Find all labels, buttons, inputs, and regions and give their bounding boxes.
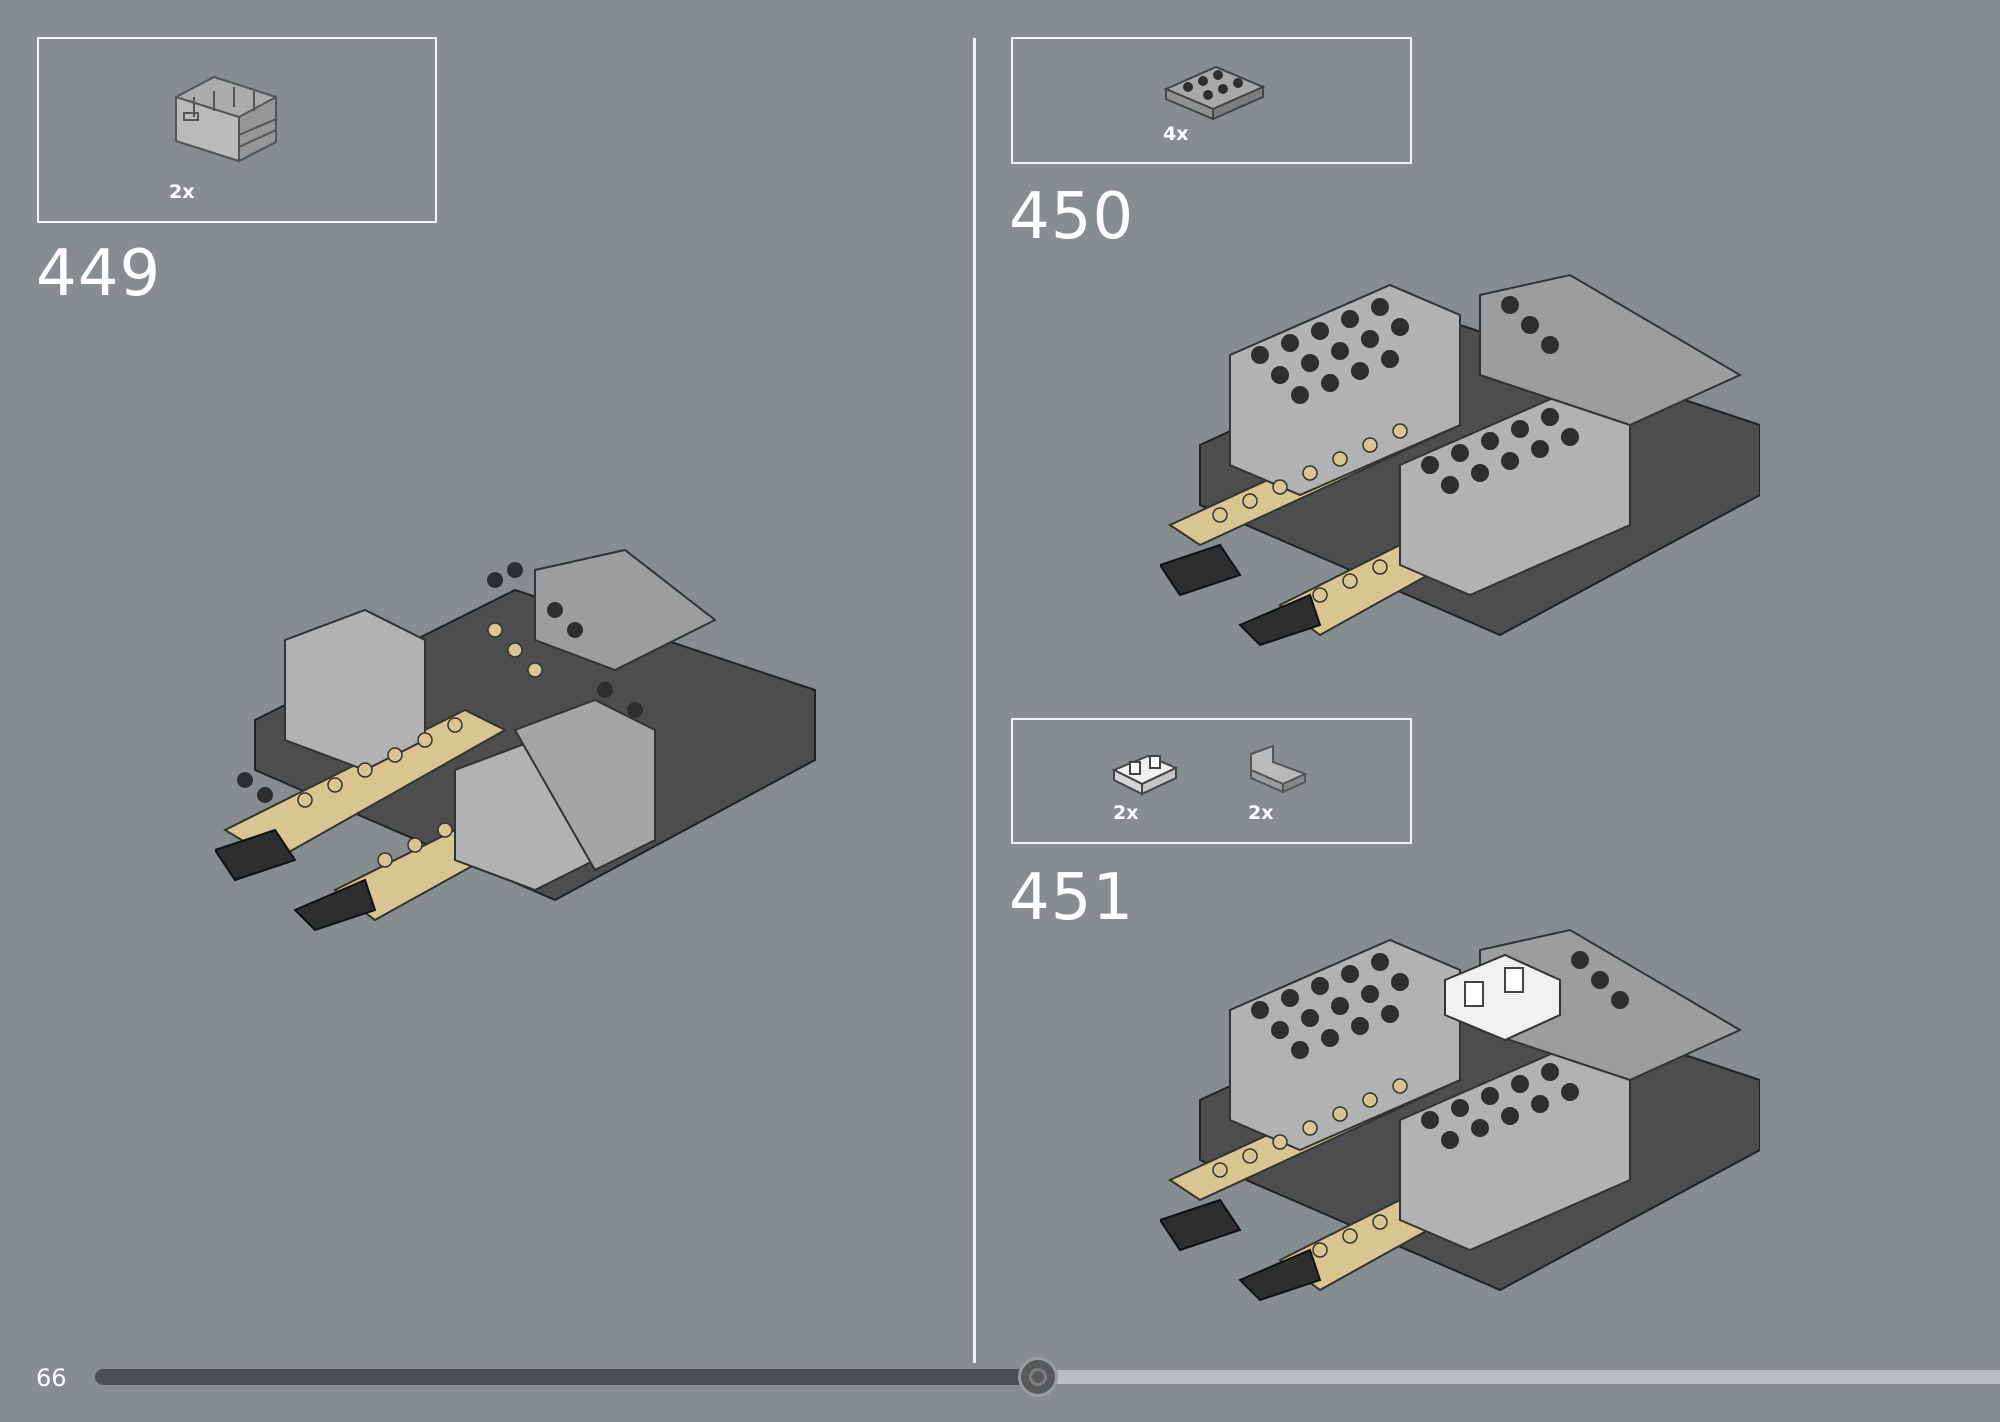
page-number: 66: [36, 1364, 67, 1392]
part-quantity: 4x: [1163, 123, 1189, 145]
clip-plate-icon: [1111, 754, 1179, 796]
crate-brick-icon: [175, 75, 277, 163]
bracket-icon: [1250, 744, 1308, 794]
step-number-451: 451: [1009, 861, 1135, 935]
step-number-449: 449: [36, 237, 162, 311]
parts-callout-451: 2x 2x: [1011, 718, 1412, 844]
part-quantity: 2x: [1248, 802, 1274, 824]
parts-callout-449: 2x: [37, 37, 437, 223]
part-quantity: 2x: [1113, 802, 1139, 824]
part-quantity: 2x: [169, 181, 195, 203]
plate-2x3-icon: [1163, 65, 1266, 121]
progress-fill: [95, 1369, 1038, 1385]
model-assembly-451: [1160, 928, 1760, 1302]
page-divider: [973, 38, 976, 1363]
model-assembly-449: [215, 548, 816, 932]
progress-handle[interactable]: [1018, 1357, 1058, 1397]
step-number-450: 450: [1009, 180, 1135, 254]
parts-callout-450: 4x: [1011, 37, 1412, 164]
model-assembly-450: [1160, 273, 1760, 647]
progress-track[interactable]: [1038, 1370, 2000, 1384]
